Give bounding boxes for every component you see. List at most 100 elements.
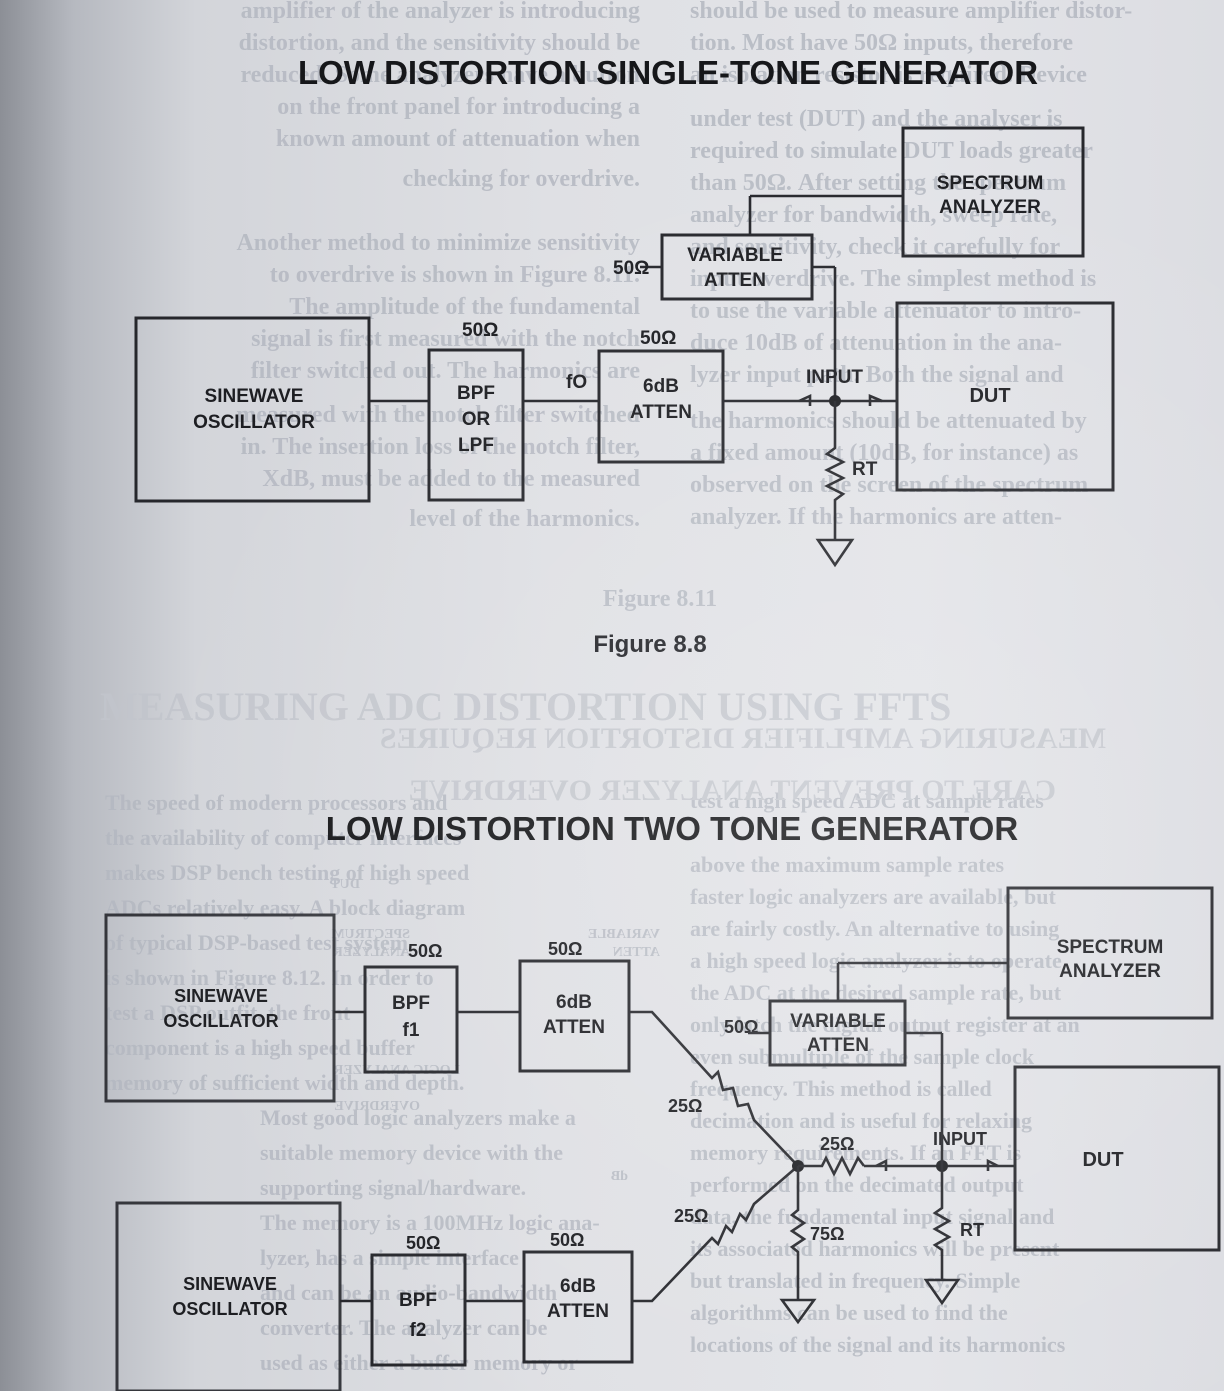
input-label: INPUT xyxy=(806,367,863,388)
block-label: ATTEN xyxy=(547,1301,609,1322)
bg-line: measured with the notch filter switched xyxy=(236,402,640,428)
bg-line: XdB, must be added to the measured xyxy=(262,466,640,492)
block-label: 6dB xyxy=(643,376,679,397)
block-label: OSCILLATOR xyxy=(193,412,315,433)
combiner-resistor-top xyxy=(629,1010,799,1167)
bg-mirror-label: dB xyxy=(611,1169,628,1184)
bg-mirror-heading: CARE TO PREVENT ANALYZER OVERDRIVE xyxy=(409,774,1056,807)
bg-line: reduced. Some analyzers have a button xyxy=(240,62,640,88)
bg-line: makes DSP bench testing of high speed xyxy=(105,860,469,885)
impedance-label: 50Ω xyxy=(548,939,582,959)
bg-line: performed on the decimated output xyxy=(690,1172,1024,1197)
atten-2-block xyxy=(522,1250,634,1364)
spectrum-analyzer-block xyxy=(1006,886,1214,1020)
bg-line: Another method to minimize sensitivity xyxy=(236,230,640,256)
bg-line: a fixed amount (10dB, for instance) as xyxy=(690,440,1078,466)
sinewave-oscillator-1-block xyxy=(104,913,336,1103)
bg-line: known amount of attenuation when xyxy=(276,126,640,152)
bg-line: required to simulate DUT loads greater xyxy=(690,138,1093,164)
bg-heading-adc: MEASURING ADC DISTORTION USING FFTS xyxy=(100,684,951,729)
block-label: 6dB xyxy=(556,992,592,1013)
bg-line: supporting signal/hardware. xyxy=(260,1175,526,1200)
block-label: SINEWAVE xyxy=(174,986,268,1006)
bg-line: memory of sufficient width and depth. xyxy=(105,1070,464,1095)
arrow-head xyxy=(986,1158,999,1171)
block-label: OSCILLATOR xyxy=(163,1011,278,1031)
impedance-label: 50Ω xyxy=(613,258,649,279)
bg-line: to overdrive is shown in Figure 8.11. xyxy=(270,262,640,288)
bg-line: is shown in Figure 8.12. In order to xyxy=(105,965,434,990)
block-label: ATTEN xyxy=(630,402,692,423)
block-label: SPECTRUM xyxy=(937,173,1044,194)
resistor-label: 25Ω xyxy=(668,1096,702,1116)
block-label: BPF xyxy=(457,383,495,404)
figure-title: LOW DISTORTION TWO TONE GENERATOR xyxy=(326,810,1019,847)
figure-caption: Figure 8.8 xyxy=(593,631,706,658)
block-label: LPF xyxy=(458,435,494,456)
series-resistor xyxy=(798,1155,866,1177)
bg-line: tion. Most have 50Ω inputs, therefore xyxy=(690,30,1073,56)
impedance-label: 50Ω xyxy=(640,328,676,349)
bg-line: decimation and is useful for relaxing xyxy=(690,1108,1032,1133)
rt-label: RT xyxy=(960,1220,984,1240)
block-label: DUT xyxy=(1082,1149,1123,1171)
block-label: BPF xyxy=(392,993,430,1014)
impedance-label: 50Ω xyxy=(408,941,442,961)
bg-line: converter. The analyzer can be xyxy=(260,1315,548,1340)
bg-line: lyzer input path. Both the signal and xyxy=(690,362,1064,388)
shunt-resistor xyxy=(789,1166,807,1300)
bg-left-column-mid: Another method to minimize sensitivity t… xyxy=(236,230,640,532)
bg-line: the harmonics should be attenuated by xyxy=(690,408,1087,434)
bpf-f2-block xyxy=(370,1253,467,1367)
bg-left-column-top: amplifier of the analyzer is introducing… xyxy=(239,0,641,192)
bg-line: distortion, and the sensitivity should b… xyxy=(239,30,641,56)
block-label: f1 xyxy=(403,1020,420,1041)
bg-right-column-top: should be used to measure amplifier dist… xyxy=(690,0,1132,530)
bg-right-column-bottom: test a high speed ADC at sample rates ab… xyxy=(690,788,1080,1357)
bg-line: The amplitude of the fundamental xyxy=(289,294,640,320)
bg-mirror-label: SPECTRUM xyxy=(331,927,410,942)
bg-line: component is a high speed buffer xyxy=(105,1035,415,1060)
bg-line: should be used to measure amplifier dist… xyxy=(690,0,1132,24)
rt-label: RT xyxy=(852,459,878,480)
block-label: ATTEN xyxy=(543,1017,605,1038)
bg-mirror-label: ANALYZER xyxy=(332,945,410,960)
bg-line: checking for overdrive. xyxy=(402,166,640,192)
bg-mirrored-labels: SPECTRUM ANALYZER VARIABLE ATTEN DUT OVE… xyxy=(330,877,660,1184)
bg-line: The speed of modern processors and xyxy=(105,790,447,815)
dut-block xyxy=(895,301,1115,492)
bg-line: observed on the screen of the spectrum xyxy=(690,472,1088,498)
block-label: ATTEN xyxy=(704,270,766,291)
bg-line: algorithms can be used to find the xyxy=(690,1300,1008,1325)
bg-line: The memory is a 100MHz logic ana- xyxy=(260,1210,600,1235)
block-label: SPECTRUM xyxy=(1057,937,1164,958)
resistor-label: 25Ω xyxy=(820,1134,854,1154)
resistor-label: 25Ω xyxy=(674,1206,708,1226)
bg-line: its associated harmonics will be present xyxy=(690,1236,1060,1261)
sinewave-oscillator-2-block xyxy=(115,1201,342,1391)
fo-label: fO xyxy=(566,372,587,393)
arrow-head xyxy=(875,1158,888,1171)
bg-mirror-label: OVERDRIVE xyxy=(334,1099,420,1114)
bg-line: faster logic analyzers are available, bu… xyxy=(690,884,1056,909)
bg-line: the availability of computer interfaces xyxy=(105,825,462,850)
resistor-label: 75Ω xyxy=(810,1224,844,1244)
impedance-label: 50Ω xyxy=(550,1230,584,1250)
bg-line: suitable memory device with the xyxy=(260,1140,563,1165)
input-label: INPUT xyxy=(933,1129,987,1149)
block-label: OR xyxy=(462,409,491,430)
bg-mirror-heading: MEASURING AMPLIFIER DISTORTION REQUIRES xyxy=(380,722,1106,755)
bg-line: of typical DSP-based test system xyxy=(105,930,408,955)
bg-line: filter switched out. The harmonics are xyxy=(251,358,641,384)
bg-mirrored-heading: MEASURING AMPLIFIER DISTORTION REQUIRES … xyxy=(380,722,1106,807)
block-label: VARIABLE xyxy=(790,1011,886,1032)
dut-block xyxy=(1013,1065,1221,1252)
bg-line: locations of the signal and its harmonic… xyxy=(690,1332,1066,1357)
bg-line: duce 10dB of attenuation in the ana- xyxy=(690,330,1062,356)
figure-title: LOW DISTORTION SINGLE-TONE GENERATOR xyxy=(298,54,1038,91)
spectrum-analyzer-block xyxy=(901,126,1085,258)
bg-line: analyzer. If the harmonics are atten- xyxy=(690,504,1062,530)
rt-resistor xyxy=(824,401,846,540)
